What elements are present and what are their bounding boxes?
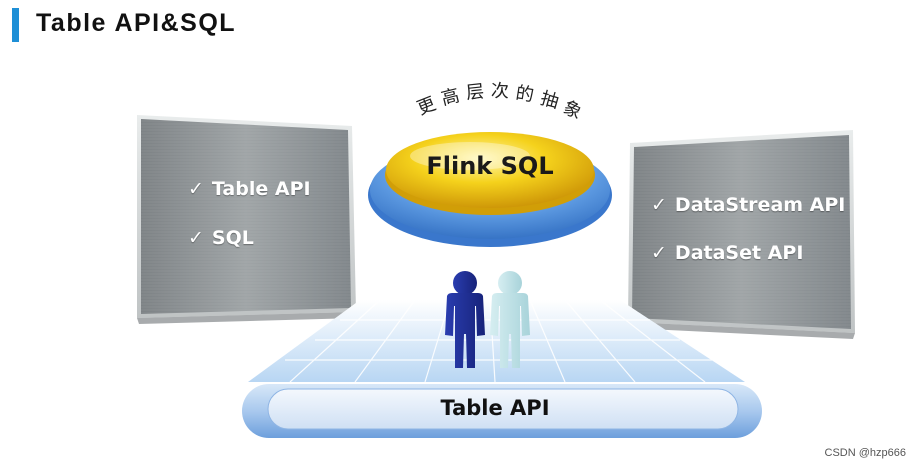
check-icon: ✓ (651, 194, 667, 216)
check-icon: ✓ (188, 178, 204, 200)
right-panel-item: ✓ DataStream API (651, 194, 845, 216)
person-light-figure (490, 271, 530, 368)
person-dark-figure (445, 271, 485, 368)
right-panel-item: ✓ DataSet API (651, 242, 803, 264)
watermark: CSDN @hzp666 (824, 447, 906, 459)
table-api-base-label: Table API (440, 396, 550, 420)
left-panel (137, 115, 358, 324)
right-panel (626, 130, 855, 339)
base-platform (242, 384, 762, 438)
flink-sql-disc (368, 132, 612, 247)
arc-char-4: 次 (490, 80, 510, 103)
flink-sql-label: Flink SQL (426, 152, 554, 180)
title-accent-bar (12, 8, 19, 42)
left-panel-item: ✓ Table API (188, 178, 311, 200)
left-panel-item-label: Table API (211, 178, 311, 200)
right-panel-item-label: DataStream API (674, 194, 846, 216)
left-panel-item-label: SQL (211, 227, 254, 249)
page-title: Table API&SQL (36, 9, 237, 37)
right-panel-item-label: DataSet API (674, 242, 804, 264)
check-icon: ✓ (188, 227, 204, 249)
arc-char-3: 层 (465, 81, 486, 104)
check-icon: ✓ (651, 242, 667, 264)
left-panel-item: ✓ SQL (188, 227, 254, 249)
